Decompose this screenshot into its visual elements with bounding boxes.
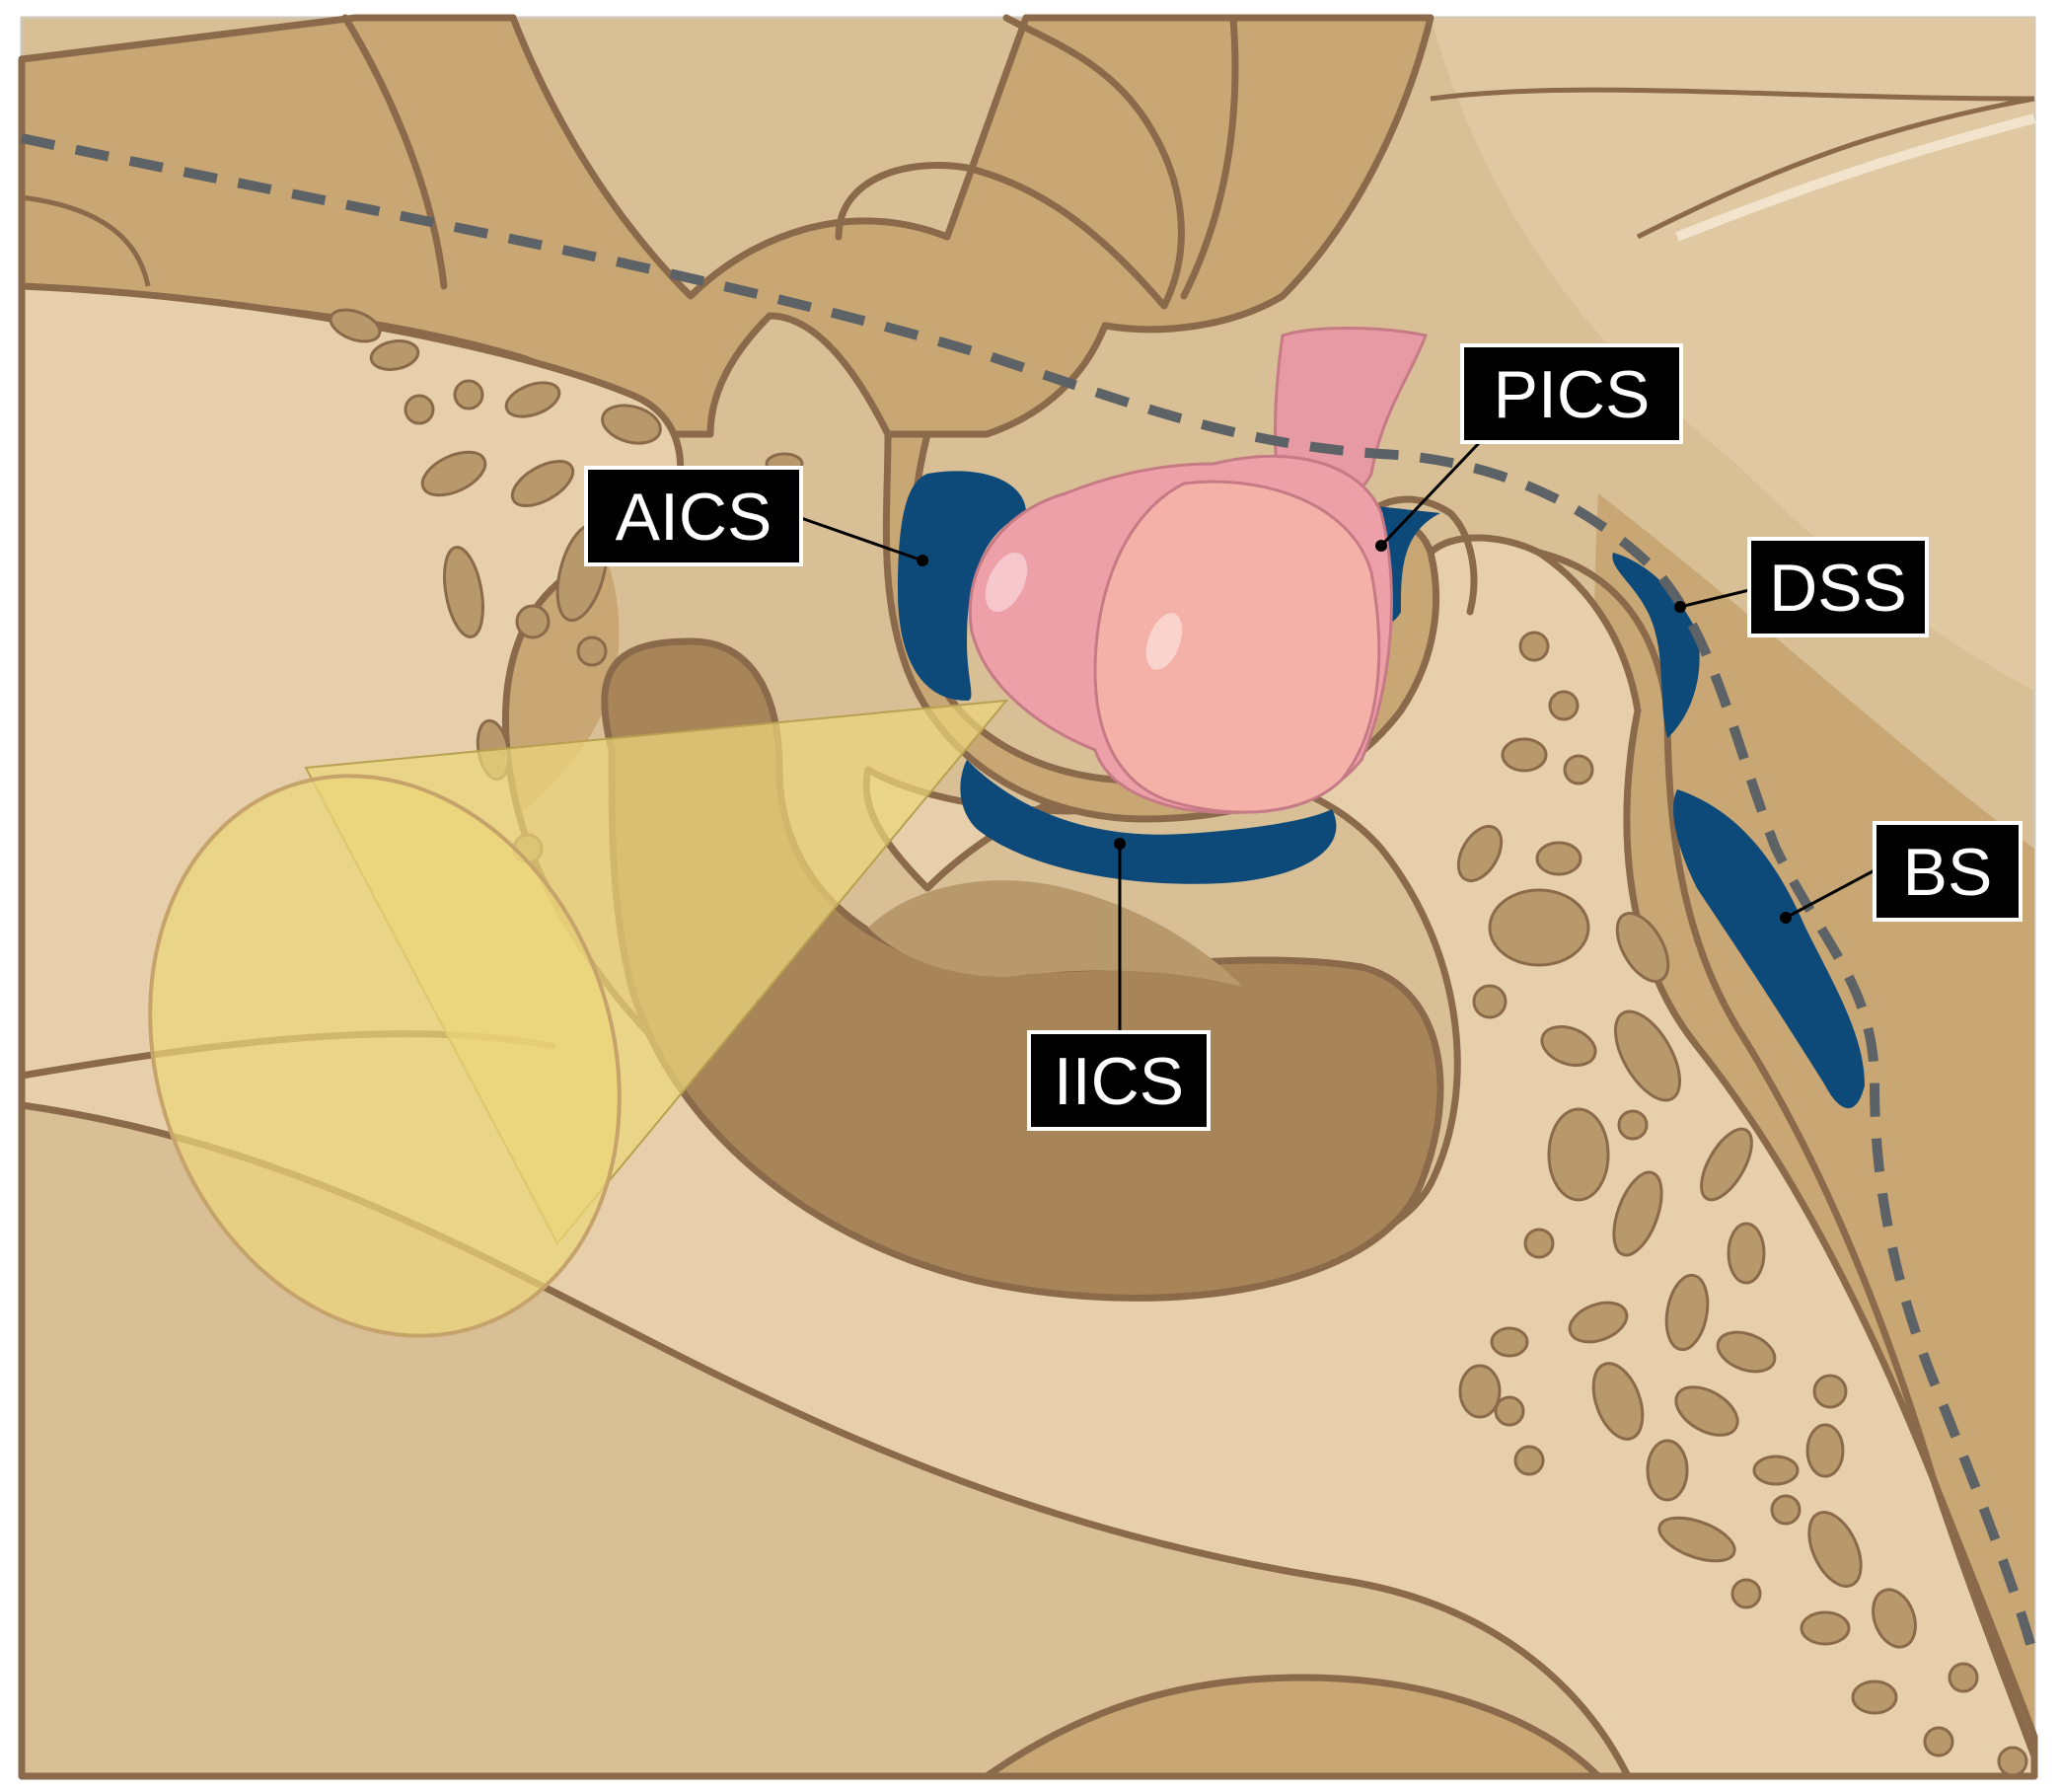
aics-leader-dot [917,555,928,566]
label-pics: PICS [1375,343,1683,552]
label-aics: AICS [584,466,928,566]
aics-label-box [584,466,803,566]
gland-highlight-2 [1145,613,1183,670]
label-dss: DSS [1674,537,1929,637]
dashed-reference-line [20,133,2039,1660]
aics-label: AICS [616,480,772,555]
label-iics: IICS [1027,838,1211,1131]
bone-cells [329,308,2028,1777]
upper-right-line-2 [1636,96,2035,240]
iics-leader-dot [1114,838,1126,850]
highlight-streak [1675,113,2036,242]
pics-label: PICS [1494,357,1651,432]
pics-leader-dot [1375,540,1387,552]
aics-region [898,471,1026,701]
upper-left-fold [341,14,448,290]
clivus-edge [1535,549,2038,1760]
bs-leader [1785,868,1876,920]
upper-fold-line [835,14,1185,310]
upper-right-line [1430,87,2035,102]
bottom-structure [983,1674,1602,1780]
bs-label: BS [1903,835,1993,910]
endoscope-cone [148,699,1009,1338]
upper-fold-line-2 [1180,14,1239,300]
label-bs: BS [1780,821,2023,924]
upper-right-tissue [1431,18,2034,691]
pics-leader [1379,440,1482,548]
bs-label-box [1873,821,2023,922]
dss-leader-dot [1674,601,1686,613]
dss-leader [1679,588,1750,609]
dss-region [1612,553,1700,738]
iics-label-box [1027,1030,1211,1131]
dss-label: DSS [1769,551,1907,626]
upper-left-fold-2 [21,194,151,287]
cone-aperture [148,774,622,1338]
bs-region [1673,789,1865,1109]
posterior-lobe [1093,480,1381,814]
pics-label-box [1460,343,1683,444]
dss-label-box [1747,537,1929,637]
iics-region [960,760,1337,884]
sinus-inner-shade [868,880,1243,987]
iics-label: IICS [1054,1044,1184,1119]
aics-leader [800,516,923,562]
gland-highlight [985,553,1028,612]
dorsum-sellae [1358,495,1478,616]
bs-leader-dot [1780,912,1792,924]
pituitary-gland [968,327,1429,814]
